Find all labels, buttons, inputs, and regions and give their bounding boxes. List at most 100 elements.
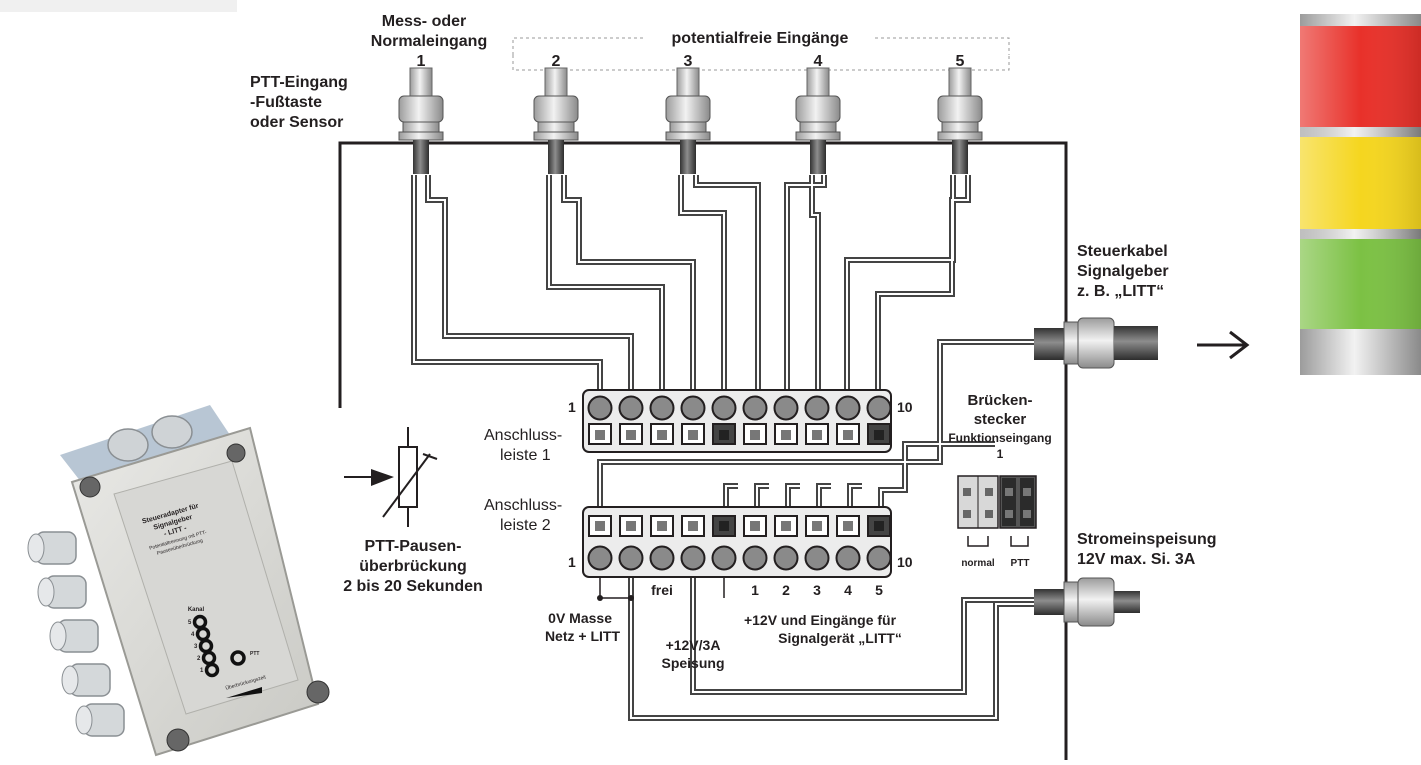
bridge-plug [957, 475, 1037, 547]
device-gland [61, 663, 111, 697]
terminal [680, 395, 706, 445]
terminal [587, 395, 613, 445]
signal-tower [1300, 14, 1421, 375]
wire-highlights [413, 175, 1036, 719]
device-gland [27, 531, 77, 565]
device-gland [75, 703, 125, 737]
corner-tab [0, 0, 237, 12]
potfree-label: potentialfreie Eingänge [672, 30, 849, 47]
connector-number: 5 [956, 53, 965, 70]
ground-label-1: 0V Masse [548, 610, 612, 626]
terminal [835, 515, 861, 571]
terminal [866, 515, 892, 571]
cable-gland [795, 67, 841, 174]
strip1-pin-10: 10 [897, 399, 913, 415]
supply-label-2: Speisung [661, 655, 724, 671]
terminal [804, 515, 830, 571]
potfree-bracket-bottom [512, 55, 1010, 71]
strip2-pin-1: 1 [568, 554, 576, 570]
terminal [773, 515, 799, 571]
pause-label-3: 2 bis 20 Sekunden [343, 578, 483, 595]
bridge-label-1: Brücken- [967, 392, 1032, 409]
channel-numbers: 1 2 3 4 5 [751, 582, 883, 598]
device-led-number: 1 [200, 668, 204, 674]
ptt-input-label-2: -Fußtaste [250, 94, 322, 111]
ground-label-2: Netz + LITT [545, 628, 621, 644]
terminal [773, 395, 799, 445]
supply-label-1: +12V/3A [666, 637, 721, 653]
device-kanal: Kanal [188, 607, 205, 613]
inputs-label-2: Signalgerät „LITT“ [778, 630, 902, 646]
terminal [742, 395, 768, 445]
terminal [866, 395, 892, 445]
device-gland [151, 415, 193, 449]
strip2-label-1: Anschluss- [484, 497, 562, 514]
terminal-strip-1 [582, 389, 892, 453]
bridge-label-4: 1 [997, 447, 1004, 461]
control-cable-label-1: Steuerkabel [1077, 243, 1168, 260]
cable-gland [937, 67, 983, 174]
pause-label-1: PTT-Pausen- [365, 538, 462, 555]
bridge-label-3: Funktionseingang [948, 431, 1051, 445]
device-led-number: 3 [194, 644, 198, 650]
connector-number: 4 [814, 53, 823, 70]
terminal [649, 515, 675, 571]
connector-number: 2 [552, 53, 561, 70]
terminal [711, 515, 737, 571]
channel-number: 5 [875, 582, 883, 598]
channel-number: 3 [813, 582, 821, 598]
ptt-jumper-label: PTT [1011, 558, 1030, 569]
top-cable-glands [398, 67, 983, 174]
strip2-label-2: leiste 2 [500, 517, 551, 534]
strip1-pin-1: 1 [568, 399, 576, 415]
connector-numbers: 1 2 3 4 5 [417, 53, 965, 70]
device-led-number: 4 [191, 632, 195, 638]
mess-label-1: Mess- oder [382, 13, 466, 30]
mess-label-2: Normaleingang [371, 33, 487, 50]
free-label: frei [651, 582, 673, 598]
terminal [618, 515, 644, 571]
connector-number: 1 [417, 53, 426, 70]
device-gland [107, 428, 149, 462]
control-cable-label-2: Signalgeber [1077, 263, 1169, 280]
terminal [742, 515, 768, 571]
cable-gland [665, 67, 711, 174]
normal-label: normal [961, 558, 995, 569]
power-cable-gland [1034, 577, 1140, 627]
enclosure-outline [338, 141, 1068, 760]
control-cable-gland [1034, 317, 1158, 369]
terminal [649, 395, 675, 445]
strip1-label-2: leiste 1 [500, 447, 551, 464]
pause-label-2: überbrückung [359, 558, 467, 575]
device-gland [37, 575, 87, 609]
channel-number: 2 [782, 582, 790, 598]
terminal [680, 515, 706, 571]
channel-number: 1 [751, 582, 759, 598]
inputs-label-1: +12V und Eingänge für [744, 612, 897, 628]
device-ptt: PTT [250, 651, 259, 657]
power-label-1: Stromeinspeisung [1077, 531, 1217, 548]
terminal [618, 395, 644, 445]
power-label-2: 12V max. Si. 3A [1077, 551, 1196, 568]
terminal [587, 515, 613, 571]
control-cable-label-3: z. B. „LITT“ [1077, 283, 1164, 300]
potfree-bracket-top [512, 37, 1010, 55]
device-led-number: 5 [188, 620, 192, 626]
bridge-label-2: stecker [974, 411, 1027, 428]
device-photo: 5 4 3 2 1 [27, 405, 330, 757]
ptt-input-label-3: oder Sensor [250, 114, 343, 131]
ptt-input-label-1: PTT-Eingang [250, 74, 348, 91]
channel-number: 4 [844, 582, 852, 598]
junction-dot [628, 595, 634, 601]
arrow-right-icon [1197, 330, 1250, 360]
terminal [711, 395, 737, 445]
strip1-label-1: Anschluss- [484, 427, 562, 444]
strip2-pin-10: 10 [897, 554, 913, 570]
terminal [835, 395, 861, 445]
ground-bridge [599, 578, 631, 599]
connector-number: 3 [684, 53, 693, 70]
device-gland [49, 619, 99, 653]
device-led-number: 2 [197, 656, 201, 662]
